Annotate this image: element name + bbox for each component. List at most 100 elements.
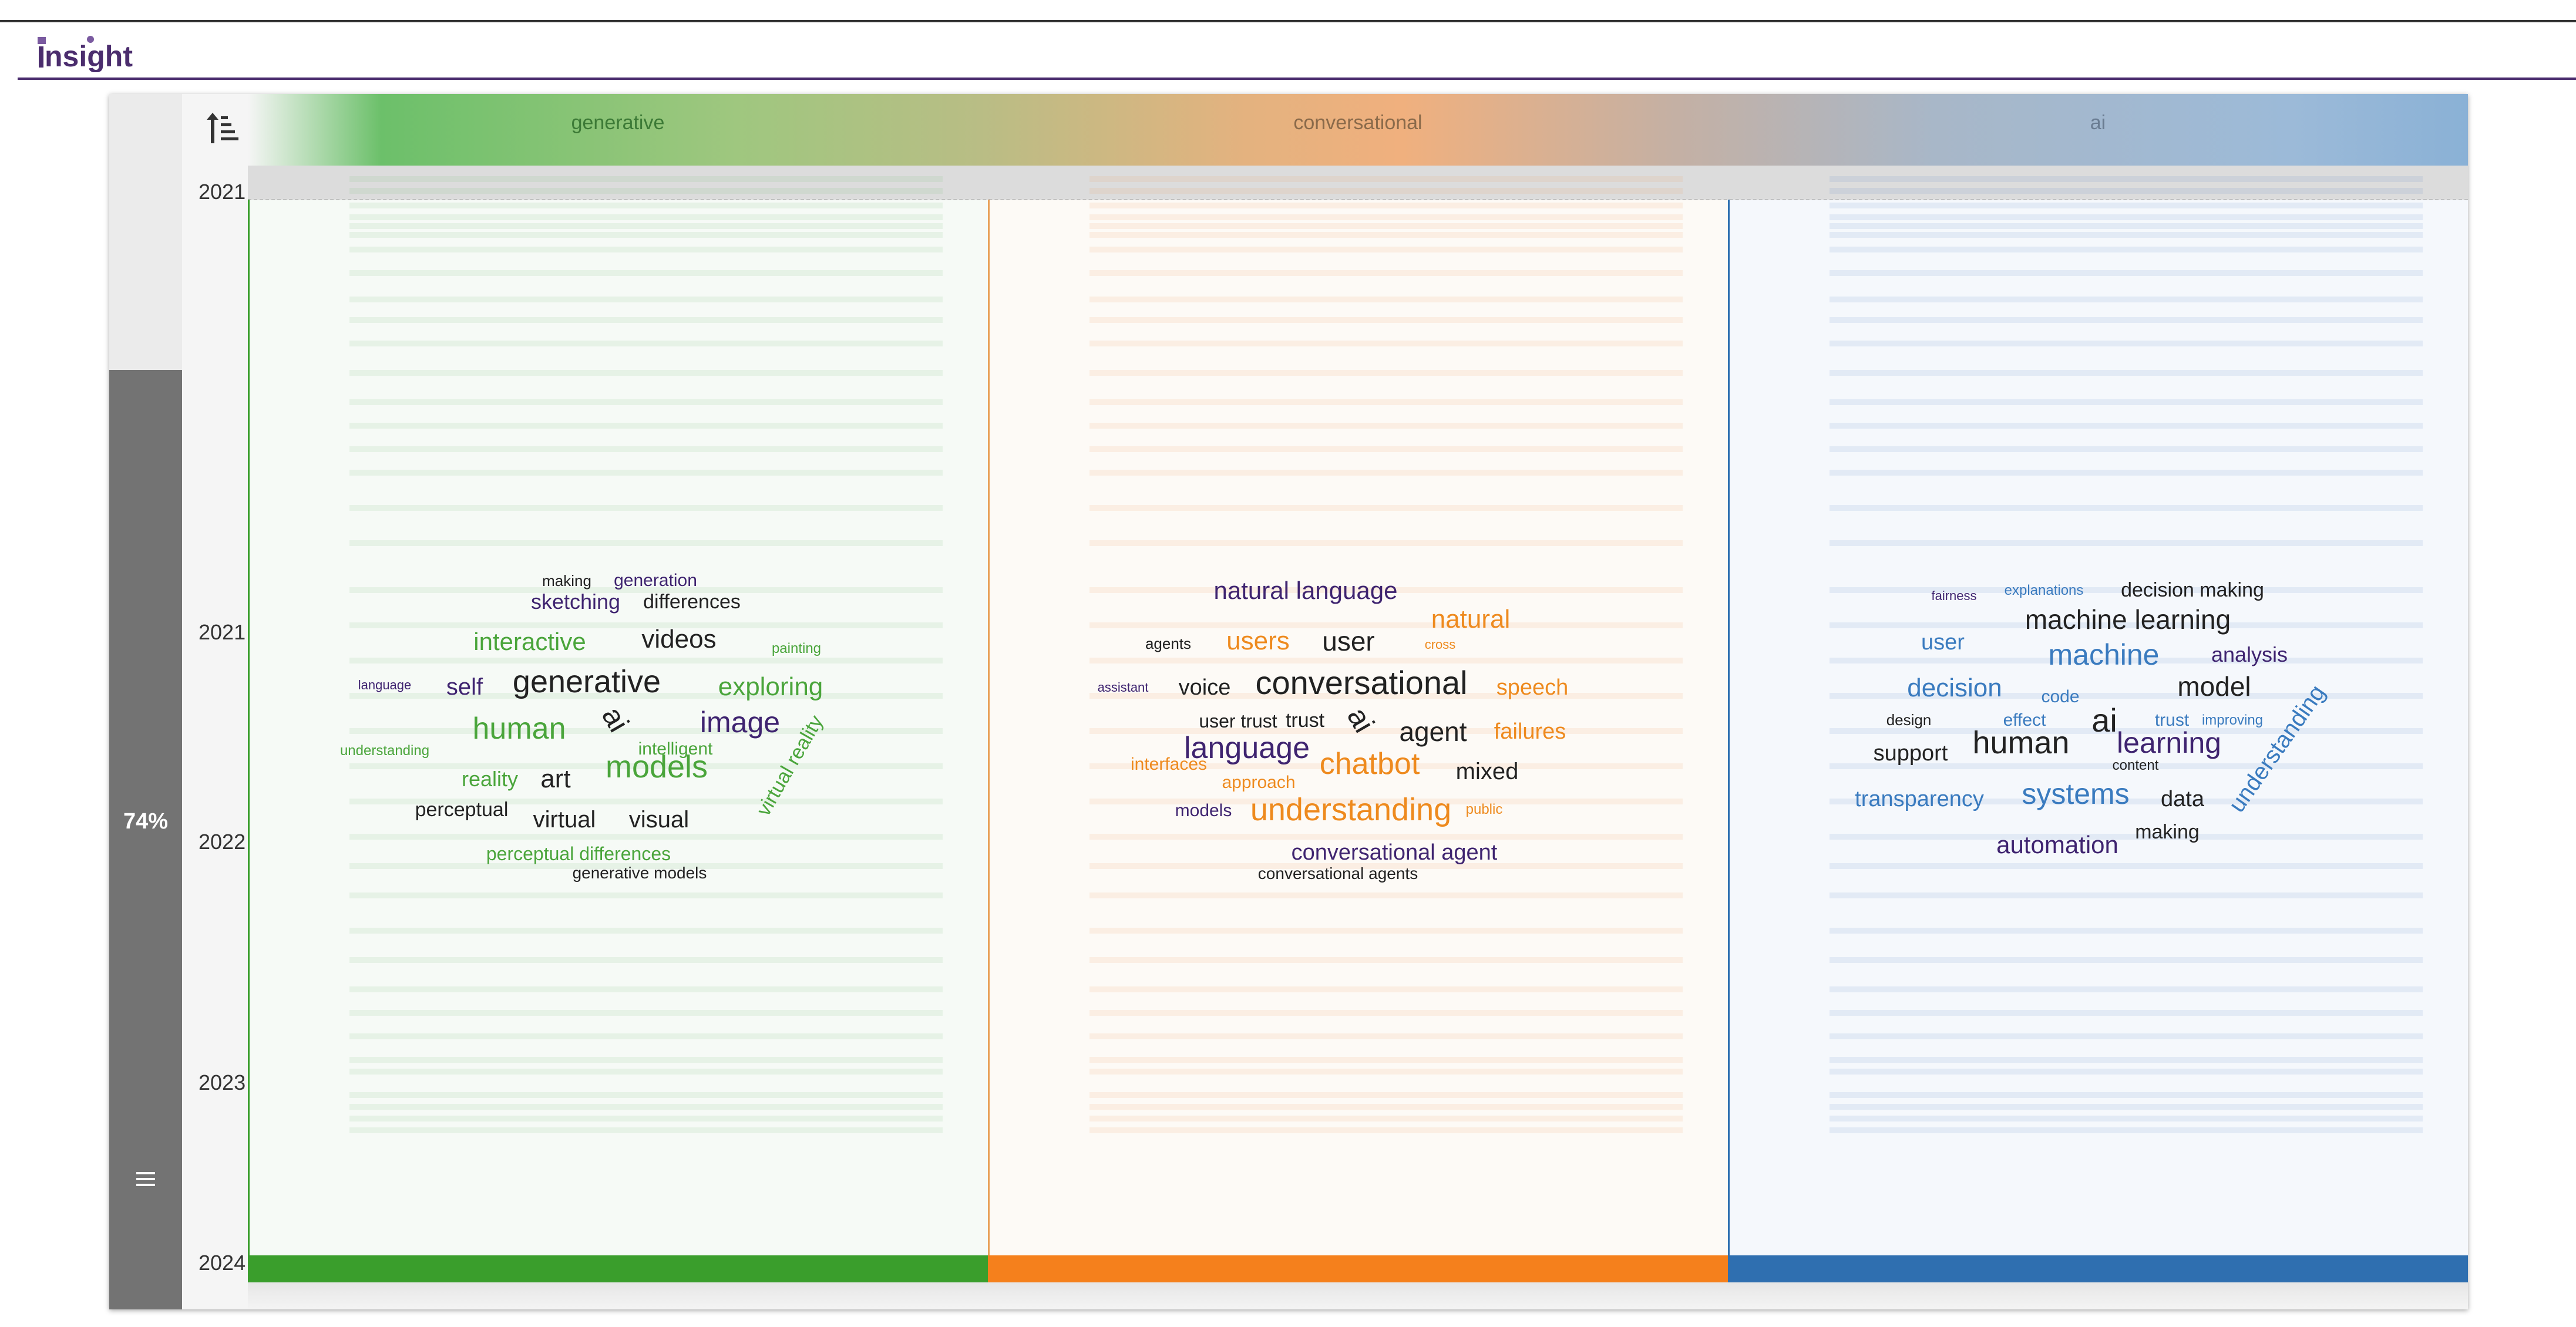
document-strip[interactable] — [1830, 1092, 2423, 1098]
word-cloud-term[interactable]: improving — [2201, 712, 2264, 728]
document-strip[interactable] — [1089, 399, 1683, 405]
word-cloud-term[interactable]: making — [542, 572, 591, 590]
topic-bar-generative[interactable] — [248, 1255, 988, 1282]
document-strip[interactable] — [1830, 1116, 2423, 1121]
document-strip[interactable] — [1830, 317, 2423, 323]
document-strip[interactable] — [349, 1057, 943, 1063]
document-strip[interactable] — [349, 341, 943, 346]
document-strip[interactable] — [349, 1116, 943, 1121]
document-strip[interactable] — [1830, 341, 2423, 346]
document-strip[interactable] — [349, 587, 943, 593]
word-cloud-term[interactable]: painting — [771, 641, 822, 656]
document-strip[interactable] — [1830, 863, 2423, 869]
document-strip[interactable] — [349, 1092, 943, 1098]
document-strip[interactable] — [1089, 1010, 1683, 1016]
document-strip[interactable] — [1089, 863, 1683, 869]
document-strip[interactable] — [1089, 270, 1683, 276]
word-cloud-term[interactable]: interfaces — [1130, 755, 1208, 774]
word-cloud-term[interactable]: support — [1873, 741, 1948, 766]
document-strip[interactable] — [1089, 693, 1683, 699]
document-strip[interactable] — [1830, 423, 2423, 429]
document-strip[interactable] — [349, 232, 943, 238]
document-strip[interactable] — [1089, 188, 1683, 194]
document-strip[interactable] — [1830, 247, 2423, 252]
document-strip[interactable] — [349, 505, 943, 511]
document-strip[interactable] — [1089, 1127, 1683, 1133]
document-strip[interactable] — [349, 622, 943, 628]
word-cloud-term[interactable]: user trust — [1199, 710, 1277, 732]
document-strip[interactable] — [1830, 986, 2423, 992]
document-strip[interactable] — [1830, 1033, 2423, 1039]
word-cloud-term[interactable]: machine — [2048, 638, 2160, 671]
document-strip[interactable] — [349, 176, 943, 182]
document-strip[interactable] — [349, 834, 943, 840]
document-strip[interactable] — [349, 214, 943, 220]
document-strip[interactable] — [349, 1069, 943, 1075]
document-strip[interactable] — [1830, 470, 2423, 476]
word-cloud-term[interactable]: content — [2112, 757, 2159, 773]
word-cloud-term[interactable]: perceptual — [415, 799, 509, 821]
document-strip[interactable] — [1089, 892, 1683, 898]
column-header-conversational[interactable]: conversational — [1293, 112, 1422, 134]
word-cloud-term[interactable]: intelligent — [638, 739, 713, 759]
word-cloud-term[interactable]: generative — [512, 664, 661, 699]
document-strip[interactable] — [1089, 763, 1683, 769]
document-strip[interactable] — [349, 370, 943, 376]
word-cloud-term[interactable]: visual — [628, 807, 690, 833]
word-cloud-term[interactable]: public — [1465, 801, 1503, 817]
word-cloud-term[interactable]: sketching — [530, 590, 621, 614]
document-strip[interactable] — [1089, 928, 1683, 934]
sort-ascending-icon[interactable] — [203, 108, 244, 149]
topic-bar-ai[interactable] — [1728, 1255, 2468, 1282]
document-strip[interactable] — [1830, 799, 2423, 804]
word-cloud-term[interactable]: code — [2041, 687, 2080, 706]
word-cloud-term[interactable]: understanding — [1250, 792, 1452, 827]
word-cloud-term[interactable]: assistant — [1097, 680, 1149, 695]
word-cloud-term[interactable]: data — [2161, 787, 2204, 811]
column-header-ai[interactable]: ai — [2090, 112, 2106, 134]
document-strip[interactable] — [349, 892, 943, 898]
word-cloud-term[interactable]: generative models — [572, 864, 707, 882]
document-strip[interactable] — [1830, 214, 2423, 220]
document-strip[interactable] — [1089, 1033, 1683, 1039]
document-strip[interactable] — [1089, 1116, 1683, 1121]
document-strip[interactable] — [349, 1033, 943, 1039]
word-cloud-term[interactable]: user — [1921, 630, 1965, 655]
word-cloud-term[interactable]: chatbot — [1319, 747, 1420, 781]
word-cloud-term[interactable]: perceptual differences — [486, 843, 671, 864]
document-strip[interactable] — [1830, 834, 2423, 840]
word-cloud-term[interactable]: self — [446, 674, 483, 700]
document-strip[interactable] — [349, 297, 943, 302]
word-cloud-term[interactable]: exploring — [718, 672, 823, 701]
word-cloud-term[interactable]: generation — [614, 571, 697, 590]
word-cloud-term[interactable]: machine learning — [2025, 604, 2231, 635]
document-strip[interactable] — [1830, 1010, 2423, 1016]
word-cloud-term[interactable]: agents — [1145, 635, 1192, 652]
document-strip[interactable] — [1089, 799, 1683, 804]
word-cloud-term[interactable]: human — [472, 712, 566, 746]
document-strip[interactable] — [349, 470, 943, 476]
document-strip[interactable] — [349, 728, 943, 734]
document-strip[interactable] — [1089, 834, 1683, 840]
document-strip[interactable] — [349, 986, 943, 992]
document-strip[interactable] — [1089, 214, 1683, 220]
word-cloud-term[interactable]: interactive — [473, 628, 586, 655]
word-cloud-term[interactable]: understanding — [339, 743, 430, 759]
hamburger-menu-icon[interactable] — [135, 1168, 156, 1190]
document-strip[interactable] — [1089, 1092, 1683, 1098]
document-strip[interactable] — [1830, 297, 2423, 302]
word-cloud-term[interactable]: differences — [643, 591, 741, 613]
word-cloud-term[interactable]: agent — [1399, 716, 1467, 747]
document-strip[interactable] — [349, 1010, 943, 1016]
document-strip[interactable] — [1830, 622, 2423, 628]
document-strip[interactable] — [349, 928, 943, 934]
document-strip[interactable] — [1830, 188, 2423, 194]
document-strip[interactable] — [1830, 892, 2423, 898]
timeline-scroll-handle[interactable] — [109, 370, 182, 1309]
document-strip[interactable] — [1830, 270, 2423, 276]
document-strip[interactable] — [1089, 957, 1683, 963]
document-strip[interactable] — [1089, 540, 1683, 546]
word-cloud-term[interactable]: language — [358, 678, 412, 692]
word-cloud-term[interactable]: models — [1175, 801, 1232, 820]
